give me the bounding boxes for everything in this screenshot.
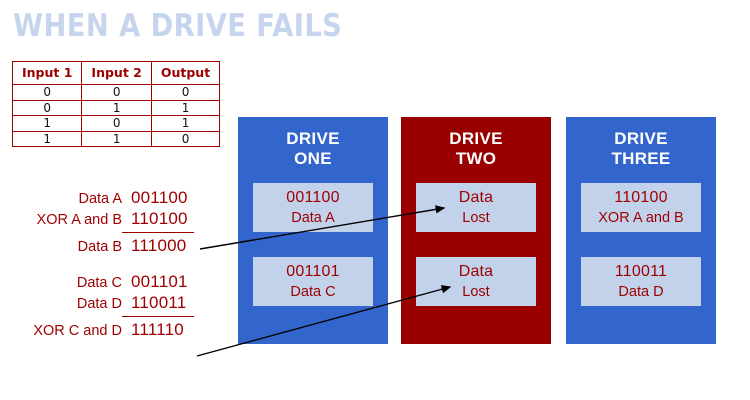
drive-two-title-line1: DRIVE	[449, 129, 503, 148]
table-header-cell: Input 2	[81, 61, 152, 85]
drive-two[interactable]: DRIVE TWO Data Lost Data Lost	[401, 117, 551, 344]
xor-truth-table: Input 1 Input 2 Output 0 0 0 0 1 1 1 0 1	[11, 61, 221, 148]
equation-divider	[122, 316, 194, 317]
table-cell: 1	[81, 99, 152, 117]
drive-two-box-top-value: Data	[458, 189, 494, 206]
drive-one-title-line1: DRIVE	[286, 129, 340, 148]
drive-one-box-bottom-label: Data C	[290, 284, 336, 300]
drive-two-title-line2: TWO	[455, 149, 497, 168]
equation-result-value: 111000	[131, 236, 187, 255]
drive-three[interactable]: DRIVE THREE 110100 XOR A and B 110011 Da…	[566, 117, 716, 344]
drive-three-title: DRIVE THREE	[566, 129, 716, 169]
table-cell: 0	[81, 84, 152, 101]
drive-two-title: DRIVE TWO	[401, 129, 551, 169]
equation-result-row: XOR C and D 111110	[0, 320, 207, 341]
equation-label: Data C	[76, 275, 122, 291]
drive-one-title: DRIVE ONE	[238, 129, 388, 169]
table-row: 0 1 1	[11, 99, 221, 117]
drive-two-box-bottom[interactable]: Data Lost	[416, 257, 536, 306]
table-header-row: Input 1 Input 2 Output	[11, 61, 221, 85]
equation-label: Data A	[78, 191, 122, 207]
drive-one-box-top[interactable]: 001100 Data A	[253, 183, 373, 232]
drive-three-title-line1: DRIVE	[614, 129, 668, 148]
drive-three-box-bottom-value: 110011	[614, 263, 668, 280]
equation-value: 001101	[131, 272, 188, 291]
table-cell: 0	[150, 130, 221, 148]
table-cell: 0	[11, 99, 83, 117]
equation-value: 110011	[131, 293, 187, 312]
drive-one-box-bottom-value: 001101	[286, 263, 340, 280]
drive-two-box-top-label: Lost	[462, 210, 490, 226]
drive-three-title-line2: THREE	[611, 149, 671, 168]
drive-one-box-bottom[interactable]: 001101 Data C	[253, 257, 373, 306]
table-cell: 0	[11, 84, 83, 101]
equation-row: Data D 110011	[0, 293, 207, 314]
equation-divider	[122, 232, 194, 233]
equation-value: 110100	[131, 209, 188, 228]
table-header-cell: Output	[150, 61, 221, 85]
equation-value: 001100	[131, 188, 188, 207]
equation-row: Data A 001100	[0, 188, 207, 209]
drive-one-box-top-value: 001100	[286, 189, 340, 206]
table-cell: 1	[11, 115, 83, 132]
table-header-cell: Input 1	[11, 61, 83, 85]
drive-two-box-bottom-value: Data	[458, 263, 494, 280]
equation-row: Data C 001101	[0, 272, 207, 293]
drive-one-title-line2: ONE	[294, 149, 332, 168]
drive-three-box-top-label: XOR A and B	[598, 210, 684, 226]
drive-three-box-top[interactable]: 110100 XOR A and B	[581, 183, 701, 232]
page-title: WHEN A DRIVE FAILS	[13, 8, 343, 44]
table-cell: 1	[150, 99, 221, 117]
equation-label: XOR A and B	[36, 212, 122, 228]
table-row: 1 1 0	[11, 130, 221, 148]
table-cell: 1	[81, 130, 152, 148]
drive-three-box-bottom-label: Data D	[618, 284, 664, 300]
table-cell: 0	[81, 115, 152, 132]
equation-group-cd: Data C 001101 Data D 110011 XOR C and D …	[0, 272, 207, 341]
table-cell: 1	[150, 115, 221, 132]
equation-result-row: Data B 111000	[0, 236, 207, 257]
drive-one-box-top-label: Data A	[291, 210, 335, 226]
equation-result-label: XOR C and D	[33, 323, 122, 339]
drive-two-box-top[interactable]: Data Lost	[416, 183, 536, 232]
drive-two-box-bottom-label: Lost	[462, 284, 490, 300]
table-cell: 1	[11, 130, 83, 148]
drive-three-box-top-value: 110100	[614, 189, 668, 206]
equation-label: Data D	[76, 296, 122, 312]
equation-row: XOR A and B 110100	[0, 209, 207, 230]
equation-result-label: Data B	[77, 239, 122, 255]
table-cell: 0	[150, 84, 221, 101]
drive-one[interactable]: DRIVE ONE 001100 Data A 001101 Data C	[238, 117, 388, 344]
table-row: 1 0 1	[11, 115, 221, 132]
equation-result-value: 111110	[131, 320, 184, 339]
equation-group-ab: Data A 001100 XOR A and B 110100 Data B …	[0, 188, 207, 257]
table-row: 0 0 0	[11, 84, 221, 101]
drive-three-box-bottom[interactable]: 110011 Data D	[581, 257, 701, 306]
